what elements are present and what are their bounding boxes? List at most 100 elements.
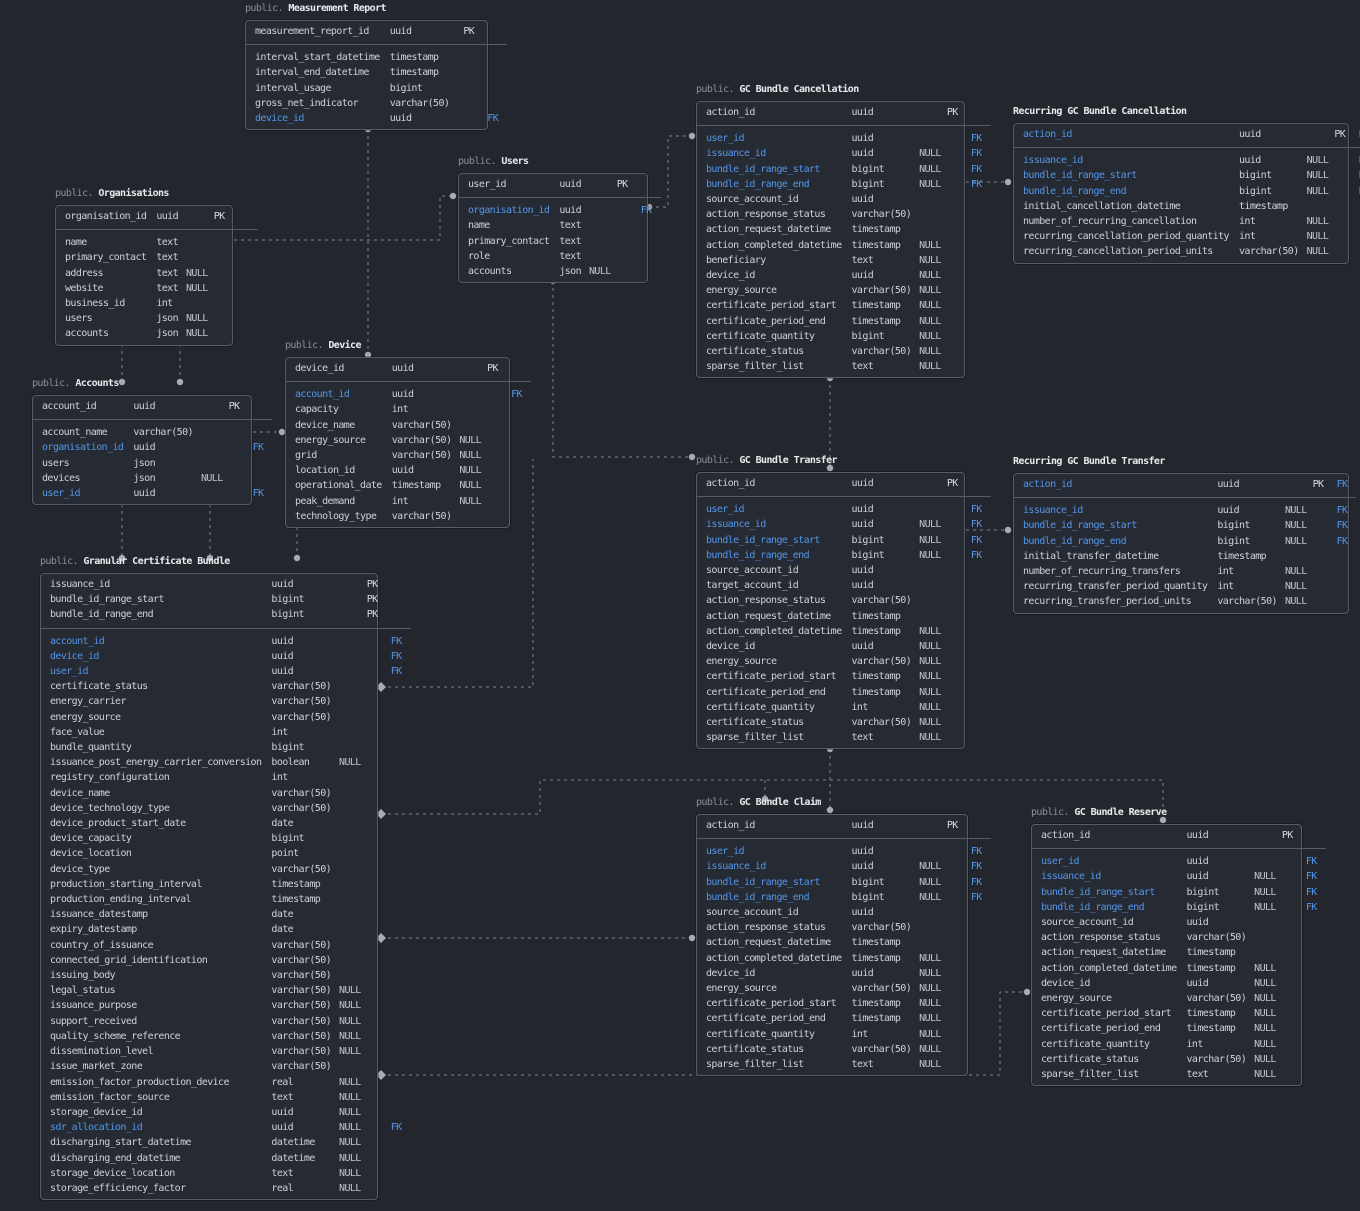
column-row: registry_configurationint [41,770,411,785]
column-type: uuid [852,192,920,207]
column-row: certificate_statusvarchar(50)NULL [697,344,991,359]
column-name: action_response_status [697,920,852,935]
schema-prefix: public. [458,156,496,167]
pk-marker [947,314,964,329]
column-type: text [156,281,186,296]
column-name: device_technology_type [41,801,271,816]
column-type: uuid [852,563,920,578]
table-organisations[interactable]: public. Organisationsorganisation_iduuid… [55,187,233,346]
column-row: issuance_iduuidNULLFK [1032,869,1326,884]
table-gc-bundle-reserve[interactable]: public. GC Bundle Reserveaction_iduuidPK… [1031,806,1302,1086]
column-type: json [559,264,589,279]
column-name: initial_transfer_datetime [1014,549,1217,564]
column-name: issuance_id [41,577,271,592]
column-type: timestamp [390,45,458,66]
table-name: Accounts [75,378,118,389]
column-type: uuid [271,577,339,592]
column-type: varchar(50) [392,433,460,448]
column-name: account_id [41,628,271,649]
table-gc-bundle-cancellation[interactable]: public. GC Bundle Cancellationaction_idu… [696,83,965,378]
column-nullable: NULL [339,1044,367,1059]
column-type: timestamp [852,935,920,950]
pk-marker [367,710,384,725]
column-row: issuance_purposevarchar(50)NULL [41,998,411,1013]
fk-marker [384,998,411,1013]
column-name: accounts [56,326,156,341]
fk-marker [231,281,258,296]
pk-marker [367,877,384,892]
column-name: role [459,249,559,264]
column-nullable [459,361,487,382]
column-row: certificate_period_endtimestampNULL [697,314,991,329]
column-type: uuid [852,839,920,860]
fk-marker: FK [504,382,531,403]
column-nullable [459,382,487,403]
column-type: varchar(50) [392,509,460,524]
pk-marker [947,700,964,715]
column-row: support_receivedvarchar(50)NULL [41,1014,411,1029]
table-device[interactable]: public. Devicedevice_iduuidPKaccount_idu… [285,339,510,528]
column-nullable: NULL [919,329,947,344]
table-accounts[interactable]: public. Accountsaccount_iduuidPKaccount_… [32,377,252,505]
fk-marker [384,770,411,785]
pk-marker [367,953,384,968]
column-nullable [339,710,367,725]
pk-marker [214,281,231,296]
column-row: certificate_period_endtimestampNULL [697,1011,991,1026]
fk-marker [384,877,411,892]
column-row: country_of_issuancevarchar(50) [41,938,411,953]
table-title: public. GC Bundle Transfer [696,454,965,472]
column-type: real [271,1075,339,1090]
table-gc-bundle-claim[interactable]: public. GC Bundle Claimaction_iduuidPKus… [696,796,968,1076]
table-measurement-report[interactable]: public. Measurement Reportmeasurement_re… [245,2,488,130]
fk-marker [964,818,991,839]
column-row: organisation_iduuidPK [56,209,258,230]
column-nullable [459,418,487,433]
fk-marker [245,471,272,486]
table-box: measurement_report_iduuidPKinterval_star… [245,20,488,130]
column-nullable: NULL [339,1029,367,1044]
schema-prefix: public. [285,340,323,351]
pk-marker [367,801,384,816]
column-nullable [919,126,947,147]
fk-marker [384,801,411,816]
column-row: bundle_id_range_startbigintNULLFK [1032,885,1326,900]
column-type: timestamp [271,892,339,907]
fk-marker [964,314,991,329]
pk-marker [367,816,384,831]
column-nullable [339,968,367,983]
pk-marker [947,669,964,684]
column-type: datetime [271,1135,339,1150]
pk-marker [947,624,964,639]
fk-marker [504,494,531,509]
pk-marker [1282,1052,1299,1067]
column-row: bundle_id_range_endbigintPK [41,607,411,628]
table-granular-certificate-bundle[interactable]: public. Granular Certificate Bundleissua… [40,555,378,1200]
column-nullable: NULL [919,238,947,253]
column-nullable [339,679,367,694]
column-row: certificate_quantityintNULL [697,1027,991,1042]
column-name: account_id [286,382,392,403]
column-type: varchar(50) [271,998,339,1013]
table-title: Recurring GC Bundle Cancellation [1013,105,1349,123]
table-users[interactable]: public. Usersuser_iduuidPKorganisation_i… [458,155,648,283]
table-recurring-gc-bundle-transfer[interactable]: Recurring GC Bundle Transferaction_iduui… [1013,455,1349,614]
pk-marker [214,250,231,265]
fk-marker: FK [964,517,991,532]
fk-marker: FK [964,875,991,890]
column-name: issuance_datestamp [41,907,271,922]
column-type: varchar(50) [1187,991,1255,1006]
column-nullable [919,207,947,222]
column-row: capacityint [286,402,531,417]
fk-marker [1351,199,1360,214]
column-nullable: NULL [1254,976,1282,991]
table-recurring-gc-bundle-cancellation[interactable]: Recurring GC Bundle Cancellationaction_i… [1013,105,1349,264]
fk-marker [964,624,991,639]
column-row: user_iduuidFK [41,664,411,679]
table-gc-bundle-transfer[interactable]: public. GC Bundle Transferaction_iduuidP… [696,454,965,749]
pk-marker [617,249,634,264]
column-row: certificate_period_endtimestampNULL [697,685,991,700]
table-name: Device [328,340,361,351]
column-nullable [201,440,229,455]
pk-marker [947,685,964,700]
